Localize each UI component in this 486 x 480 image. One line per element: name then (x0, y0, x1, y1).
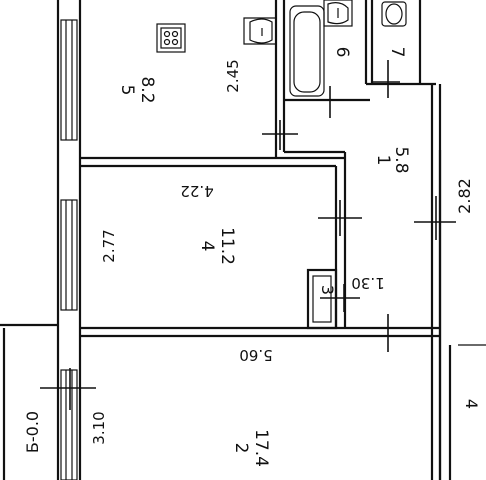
balcony-label: Б-0.0 (23, 411, 42, 453)
room-2-label: 2 17.4 (231, 429, 271, 467)
room-4-area: 11.2 (217, 227, 237, 265)
room-7-label: 7 (387, 47, 407, 58)
room-4-number: 4 (197, 241, 217, 252)
dim-5-60: 5.60 (239, 346, 272, 364)
room-5-label: 5 8.2 (117, 76, 157, 103)
fixtures (156, 0, 407, 97)
bathtub-icon (289, 5, 325, 97)
sink-icon (243, 17, 277, 45)
room-2-area: 17.4 (251, 429, 271, 467)
dim-4-22: 4.22 (180, 182, 213, 200)
room-2-number: 2 (231, 443, 251, 454)
dim-2-45: 2.45 (224, 59, 242, 92)
room-4-label: 4 11.2 (197, 227, 237, 265)
stove-icon (156, 23, 186, 53)
room-1-label: 1 5.8 (373, 146, 411, 173)
dim-1-30: 1.30 (351, 274, 384, 292)
room-5-area: 8.2 (137, 76, 157, 103)
dim-2-77: 2.77 (100, 229, 118, 262)
dim-2-82: 2.82 (455, 178, 474, 214)
room-1-number: 1 (373, 155, 393, 166)
toilet-icon (381, 1, 407, 27)
room-7-number: 7 (387, 47, 407, 58)
washbasin-icon (323, 0, 353, 27)
partial-room-label: 4 (462, 399, 481, 409)
room-3-label: 3 (318, 285, 337, 295)
door-marks (40, 60, 456, 410)
room-3-number: 3 (318, 285, 337, 295)
room-5-number: 5 (117, 85, 137, 96)
room-1-area: 5.8 (391, 146, 411, 173)
room-6-label: 6 (332, 47, 352, 58)
room-6-number: 6 (332, 47, 352, 58)
dim-3-10: 3.10 (90, 411, 108, 444)
